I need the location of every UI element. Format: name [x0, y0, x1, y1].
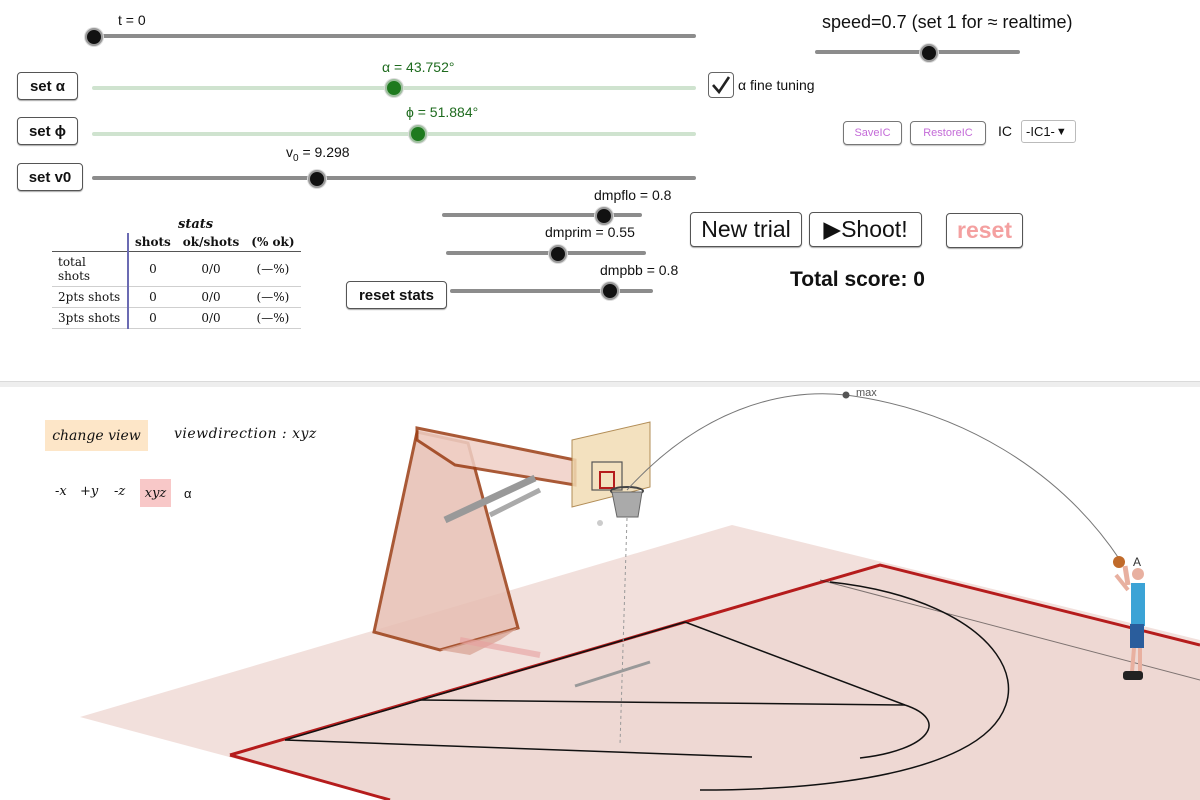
court-3d-view[interactable]: max A: [0, 386, 1200, 800]
restore-ic-button[interactable]: RestoreIC: [910, 121, 986, 145]
hoop-arm: [415, 426, 577, 487]
stats-header-shots: shots: [128, 233, 177, 252]
total-score: Total score: 0: [790, 268, 925, 291]
dmpflo-slider-handle[interactable]: [595, 207, 613, 225]
view-option-pos-y[interactable]: +y: [80, 484, 99, 499]
stats-header-percent: (% ok): [245, 233, 301, 252]
table-cell: 0: [128, 307, 177, 329]
stats-title: stats: [178, 217, 214, 232]
pole-shadow: [459, 637, 541, 658]
court-floor-shade: [230, 565, 1200, 800]
dmpflo-slider-label: dmpflo = 0.8: [594, 187, 672, 203]
change-view-button[interactable]: change view: [45, 420, 148, 451]
new-trial-button[interactable]: New trial: [690, 212, 802, 247]
table-cell: 0/0: [176, 307, 246, 329]
ic-dropdown[interactable]: -IC1- ▼: [1021, 120, 1076, 143]
alpha-slider-label: α = 43.752°: [382, 59, 455, 75]
ball-icon: [1113, 556, 1125, 568]
table-cell: 0: [128, 251, 177, 287]
v0-slider-label: v0 = 9.298: [286, 144, 350, 164]
speed-slider-label: speed=0.7 (set 1 for ≈ realtime): [822, 12, 1073, 32]
table-cell: (—%): [245, 286, 301, 308]
table-cell: total shots: [52, 251, 129, 287]
view-option-neg-z[interactable]: -z: [114, 484, 126, 499]
set-alpha-button[interactable]: set α: [17, 72, 78, 100]
phi-slider-track[interactable]: [92, 132, 696, 136]
table-row: 3pts shots 0 0/0 (—%): [52, 307, 301, 329]
player-figure: A: [1113, 555, 1145, 680]
court-line: [684, 621, 906, 706]
speed-slider-handle[interactable]: [920, 44, 938, 62]
v0-label-main: v: [286, 144, 293, 160]
ball-drop-line: [619, 517, 628, 746]
dmpbb-slider-track[interactable]: [450, 289, 653, 293]
v0-slider-handle[interactable]: [308, 170, 326, 188]
table-cell: (—%): [245, 307, 301, 329]
view-direction-label: viewdirection : xyz: [174, 426, 317, 442]
fine-tuning-label: α fine tuning: [738, 77, 815, 93]
court-line: [284, 621, 686, 741]
v0-label-sub: 0: [293, 152, 299, 164]
hoop-support-bar: [488, 487, 542, 518]
hoop-net: [611, 491, 643, 518]
table-cell: 0/0: [176, 251, 246, 287]
panel-divider: [0, 381, 1200, 387]
court-line: [819, 579, 1200, 681]
dmprim-slider-track[interactable]: [446, 251, 646, 255]
table-row: total shots 0 0/0 (—%): [52, 251, 301, 287]
t-slider-handle[interactable]: [85, 28, 103, 46]
max-point-label: max: [856, 387, 877, 399]
ic-label: IC: [998, 123, 1012, 139]
table-cell: 0/0: [176, 286, 246, 308]
free-throw-arc: [859, 704, 930, 759]
t-slider-label: t = 0: [118, 12, 146, 28]
backboard-square-inner: [599, 471, 615, 489]
player-label: A: [1133, 555, 1141, 569]
view-option-neg-x[interactable]: -x: [55, 484, 67, 499]
stats-table: shots ok/shots (% ok) total shots 0 0/0 …: [52, 233, 301, 329]
table-cell: 0: [128, 286, 177, 308]
speed-slider-track[interactable]: [815, 50, 1020, 54]
stats-header-empty: [52, 233, 129, 252]
reset-button[interactable]: reset: [946, 213, 1023, 248]
v0-slider-track[interactable]: [92, 176, 696, 180]
alpha-slider-handle[interactable]: [385, 79, 403, 97]
table-row: 2pts shots 0 0/0 (—%): [52, 286, 301, 308]
ground-marker: [574, 660, 651, 688]
dmprim-slider-label: dmprim = 0.55: [545, 224, 635, 240]
hoop-support-bar: [443, 474, 537, 524]
dmpbb-slider-handle[interactable]: [601, 282, 619, 300]
max-point: [842, 391, 850, 399]
dropdown-arrow-icon: ▼: [1055, 125, 1067, 138]
shoot-button[interactable]: ▶Shoot!: [809, 212, 922, 247]
stats-header-row: shots ok/shots (% ok): [52, 233, 301, 252]
set-phi-button[interactable]: set ϕ: [17, 117, 78, 145]
table-cell: 3pts shots: [52, 307, 129, 329]
backboard-square: [591, 461, 623, 491]
set-v0-button[interactable]: set v0: [17, 163, 83, 191]
ic-dropdown-value: -IC1-: [1026, 124, 1055, 139]
table-cell: 2pts shots: [52, 286, 129, 308]
save-ic-button[interactable]: SaveIC: [843, 121, 902, 145]
stats-header-ok-shots: ok/shots: [176, 233, 246, 252]
fine-tuning-checkbox[interactable]: [708, 72, 734, 98]
phi-slider-handle[interactable]: [409, 125, 427, 143]
checkmark-icon: [712, 76, 731, 95]
v0-label-value: = 9.298: [298, 144, 350, 160]
court-line: [419, 699, 906, 706]
ball-bounce-marker: [597, 520, 603, 526]
dmpbb-slider-label: dmpbb = 0.8: [600, 262, 679, 278]
view-option-alpha[interactable]: α: [184, 486, 192, 501]
court-sideline: [229, 753, 391, 800]
phi-slider-label: ϕ = 51.884°: [406, 104, 479, 120]
court-line: [284, 739, 753, 758]
view-option-xyz[interactable]: xyz: [140, 479, 171, 507]
reset-stats-button[interactable]: reset stats: [346, 281, 447, 309]
t-slider-track[interactable]: [92, 34, 696, 38]
table-cell: (—%): [245, 251, 301, 287]
dmpflo-slider-track[interactable]: [442, 213, 642, 217]
view-option-xyz-label: xyz: [144, 485, 167, 501]
dmprim-slider-handle[interactable]: [549, 245, 567, 263]
three-point-arc: [699, 581, 1010, 791]
